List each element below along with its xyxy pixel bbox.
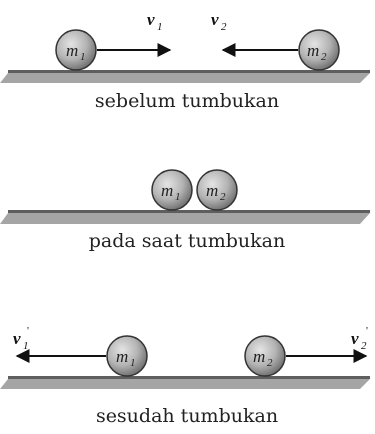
mass-label-m1-after: m (116, 347, 128, 366)
mass-label-m1: m (66, 41, 78, 60)
caption-during: pada saat tumbukan (89, 230, 285, 252)
velocity-label-v2-after: v (351, 329, 359, 348)
velocity-label-v2: v (211, 10, 219, 29)
mass-label-m1-during: m (161, 181, 173, 200)
mass-label-m2-during: m (206, 181, 218, 200)
velocity-prime-v2-after: ' (366, 325, 368, 337)
velocity-label-v1-after: v (13, 329, 21, 348)
mass-label-m2: m (307, 41, 319, 60)
ball-m2-during: m 2 (196, 169, 238, 211)
mass-subscript-m1-during: 1 (175, 191, 181, 203)
panel-after: m 1 v 1 ' m 2 v 2 ' sesudah tumbukan (0, 325, 370, 427)
ball-m1-during: m 1 (151, 169, 193, 211)
ball-m1-before: m 1 (55, 29, 97, 71)
mass-label-m2-after: m (253, 347, 265, 366)
ball-m2-after: m 2 (244, 335, 286, 377)
mass-subscript-m2: 2 (321, 51, 327, 63)
panel-during: m 1 m 2 pada saat tumbukan (0, 169, 370, 252)
ball-m2-before: m 2 (298, 29, 340, 71)
ball-m1-after: m 1 (106, 335, 148, 377)
mass-subscript-m2-after: 2 (267, 357, 273, 369)
ground-before (0, 70, 370, 83)
ground-during (0, 210, 370, 224)
panel-before: m 1 v 1 m 2 v 2 sebelum tumbukan (0, 10, 370, 112)
ground-after (0, 376, 370, 389)
mass-subscript-m1-after: 1 (130, 357, 136, 369)
velocity-subscript-v2-after: 2 (361, 340, 367, 352)
velocity-subscript-v1: 1 (157, 21, 163, 33)
velocity-subscript-v1-after: 1 (23, 340, 29, 352)
caption-before: sebelum tumbukan (95, 90, 279, 112)
velocity-subscript-v2: 2 (221, 21, 227, 33)
caption-after: sesudah tumbukan (96, 405, 278, 427)
mass-subscript-m1: 1 (80, 51, 86, 63)
mass-subscript-m2-during: 2 (220, 191, 226, 203)
velocity-prime-v1-after: ' (27, 325, 29, 337)
velocity-label-v1: v (147, 10, 155, 29)
